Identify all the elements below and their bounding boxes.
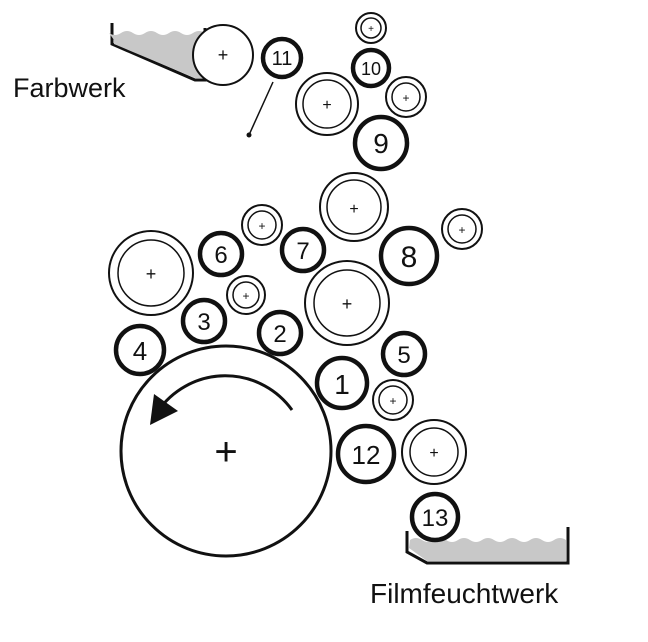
svg-text:12: 12 (352, 440, 381, 470)
roller-12: 12 (335, 423, 397, 485)
svg-text:+: + (322, 97, 331, 114)
svg-text:10: 10 (361, 59, 381, 79)
svg-text:+: + (368, 24, 374, 35)
roller-8: 8 (378, 225, 440, 287)
small-roller-right-top: + (385, 76, 427, 118)
svg-text:1: 1 (334, 369, 350, 400)
roller-11: 11 (260, 36, 304, 80)
leader-line (246, 81, 274, 138)
roller-6: 6 (197, 230, 245, 278)
plate-cylinder-center-plus: + (214, 430, 237, 474)
roller-4: 4 (113, 323, 167, 377)
roller-5: 5 (380, 330, 428, 378)
svg-text:11: 11 (272, 48, 293, 70)
svg-text:5: 5 (397, 342, 410, 369)
roller-2: 2 (256, 309, 304, 357)
fountain-roller: + (192, 24, 254, 86)
dampening-fountain (405, 527, 570, 565)
rotation-arrow-icon (150, 394, 178, 425)
roller-3: 3 (180, 297, 228, 345)
small-roller-center-left: + (226, 275, 266, 315)
svg-text:7: 7 (296, 238, 309, 265)
svg-text:4: 4 (133, 336, 147, 366)
small-roller-top: + (355, 12, 387, 44)
svg-text:+: + (342, 294, 353, 314)
svg-text:+: + (218, 45, 229, 65)
svg-text:13: 13 (422, 505, 449, 532)
ink-roller-left: + (108, 230, 194, 316)
ink-roller-center: + (304, 260, 390, 346)
small-roller-right: + (441, 208, 483, 250)
svg-text:9: 9 (373, 128, 389, 159)
roller-9: 9 (352, 114, 410, 172)
roller-7: 7 (279, 226, 327, 274)
label-farbwerk: Farbwerk (13, 73, 126, 103)
dampening-roller-large: + (401, 419, 467, 485)
roller-1: 1 (314, 355, 370, 411)
plate-cylinder: + (119, 344, 333, 558)
svg-text:+: + (242, 289, 249, 303)
ink-fountain (109, 23, 207, 82)
small-roller-lower-right: + (372, 379, 414, 421)
svg-text:+: + (402, 91, 409, 105)
svg-text:6: 6 (214, 242, 227, 269)
roller-13: 13 (409, 491, 461, 543)
label-filmfeuchtwerk: Filmfeuchtwerk (370, 578, 559, 609)
svg-text:3: 3 (197, 309, 210, 336)
svg-text:2: 2 (273, 321, 286, 348)
ink-roller-top-left: + (295, 72, 359, 136)
small-roller-upper-left: + (241, 204, 283, 246)
svg-text:+: + (258, 219, 265, 233)
svg-text:+: + (349, 201, 358, 218)
svg-text:8: 8 (401, 241, 418, 274)
svg-text:+: + (458, 223, 465, 237)
svg-text:+: + (389, 394, 396, 408)
roller-10: 10 (350, 47, 392, 89)
ink-roller-mid: + (319, 172, 389, 242)
svg-text:+: + (146, 264, 157, 284)
svg-text:+: + (429, 445, 438, 462)
